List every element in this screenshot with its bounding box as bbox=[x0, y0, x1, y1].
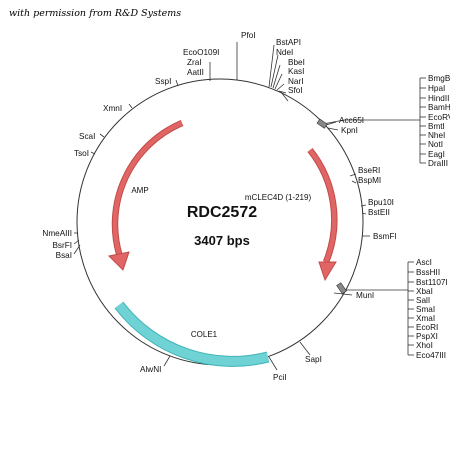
mcs-top-site: HindIII bbox=[428, 94, 450, 103]
mcs-top-site: EcoRV bbox=[428, 113, 450, 122]
mcs-bottom-site: BssHII bbox=[416, 268, 440, 277]
site-tsoi: TsoI bbox=[74, 149, 89, 158]
site-nari: NarI bbox=[288, 77, 303, 86]
site-ticks-left bbox=[73, 232, 311, 371]
cole1-feature bbox=[115, 302, 270, 366]
site-kasi: KasI bbox=[288, 67, 304, 76]
mcs-top-site: BmgBI bbox=[428, 74, 450, 83]
site-scai: ScaI bbox=[79, 132, 95, 141]
site-ndei: NdeI bbox=[276, 48, 293, 57]
site-bspmi: BspMI bbox=[358, 176, 381, 185]
insert-arrowhead bbox=[318, 261, 337, 282]
site-bsteii: BstEII bbox=[368, 208, 390, 217]
site-ecoo109i: EcoO109I bbox=[183, 48, 219, 57]
site-acc65i: Acc65I bbox=[339, 116, 364, 125]
site-ticks-top bbox=[90, 42, 289, 155]
site-bpu10i: Bpu10I bbox=[368, 198, 394, 207]
mcs-bottom-block bbox=[336, 282, 347, 295]
site-pcii: PciI bbox=[273, 373, 287, 382]
insert-arrow-shaft bbox=[308, 148, 337, 263]
cole1-label: COLE1 bbox=[191, 330, 218, 339]
site-bsrfi: BsrFI bbox=[52, 241, 72, 250]
site-sfoi: SfoI bbox=[288, 86, 303, 95]
mcs-bottom-site: XbaI bbox=[416, 287, 433, 296]
site-bbei: BbeI bbox=[288, 58, 305, 67]
site-xmni: XmnI bbox=[103, 104, 122, 113]
mcs-bottom-list: AscI BssHII Bst1107I XbaI SalI SmaI XmaI… bbox=[416, 258, 448, 360]
site-bseri: BseRI bbox=[358, 166, 380, 175]
amp-label: AMP bbox=[131, 186, 148, 195]
site-sspi: SspI bbox=[155, 77, 171, 86]
site-alwni: AlwNI bbox=[140, 365, 161, 374]
mcs-top-site: HpaI bbox=[428, 84, 445, 93]
mcs-top-connector bbox=[322, 77, 426, 164]
site-muni: MunI bbox=[356, 291, 374, 300]
site-sapi: SapI bbox=[305, 355, 322, 364]
mcs-top-site: NotI bbox=[428, 140, 443, 149]
mcs-bottom-site: XhoI bbox=[416, 341, 433, 350]
site-bstapi: BstAPI bbox=[276, 38, 301, 47]
mcs-bottom-connector bbox=[345, 261, 414, 356]
mcs-bottom-site: Eco47III bbox=[416, 351, 446, 360]
mcs-bottom-site: XmaI bbox=[416, 314, 435, 323]
mcs-top-site: BamHI bbox=[428, 103, 450, 112]
site-bsai: BsaI bbox=[56, 251, 72, 260]
site-ticks-right bbox=[325, 121, 370, 296]
plasmid-size: 3407 bps bbox=[194, 233, 250, 248]
mcs-bottom-site: SmaI bbox=[416, 305, 435, 314]
site-bsmfi: BsmFI bbox=[373, 232, 397, 241]
permission-note: with permission from R&D Systems bbox=[9, 8, 182, 19]
site-aatii: AatII bbox=[187, 68, 204, 77]
plasmid-name: RDC2572 bbox=[187, 204, 257, 221]
mcs-top-site: DraIII bbox=[428, 159, 448, 168]
site-nmeaiii: NmeAIII bbox=[42, 229, 72, 238]
mcs-top-site: NheI bbox=[428, 131, 445, 140]
site-zrai: ZraI bbox=[187, 58, 202, 67]
amp-arrowhead bbox=[107, 251, 130, 271]
mcs-bottom-site: AscI bbox=[416, 258, 432, 267]
insert-label: mCLEC4D (1-219) bbox=[245, 193, 312, 202]
site-pfoi: PfoI bbox=[241, 31, 256, 40]
mcs-bottom-site: SalI bbox=[416, 296, 430, 305]
mcs-bottom-site: EcoRI bbox=[416, 323, 438, 332]
mcs-bottom-site: PspXI bbox=[416, 332, 438, 341]
mcs-top-site: BmtI bbox=[428, 122, 445, 131]
mcs-top-site: EagI bbox=[428, 150, 445, 159]
mcs-top-list: BmgBI HpaI HindIII BamHI EcoRV BmtI NheI… bbox=[428, 74, 450, 168]
mcs-bottom-site: Bst1107I bbox=[416, 278, 448, 287]
amp-arrow-shaft bbox=[112, 120, 183, 258]
mcs-top-block bbox=[316, 118, 328, 129]
site-kpni: KpnI bbox=[341, 126, 358, 135]
